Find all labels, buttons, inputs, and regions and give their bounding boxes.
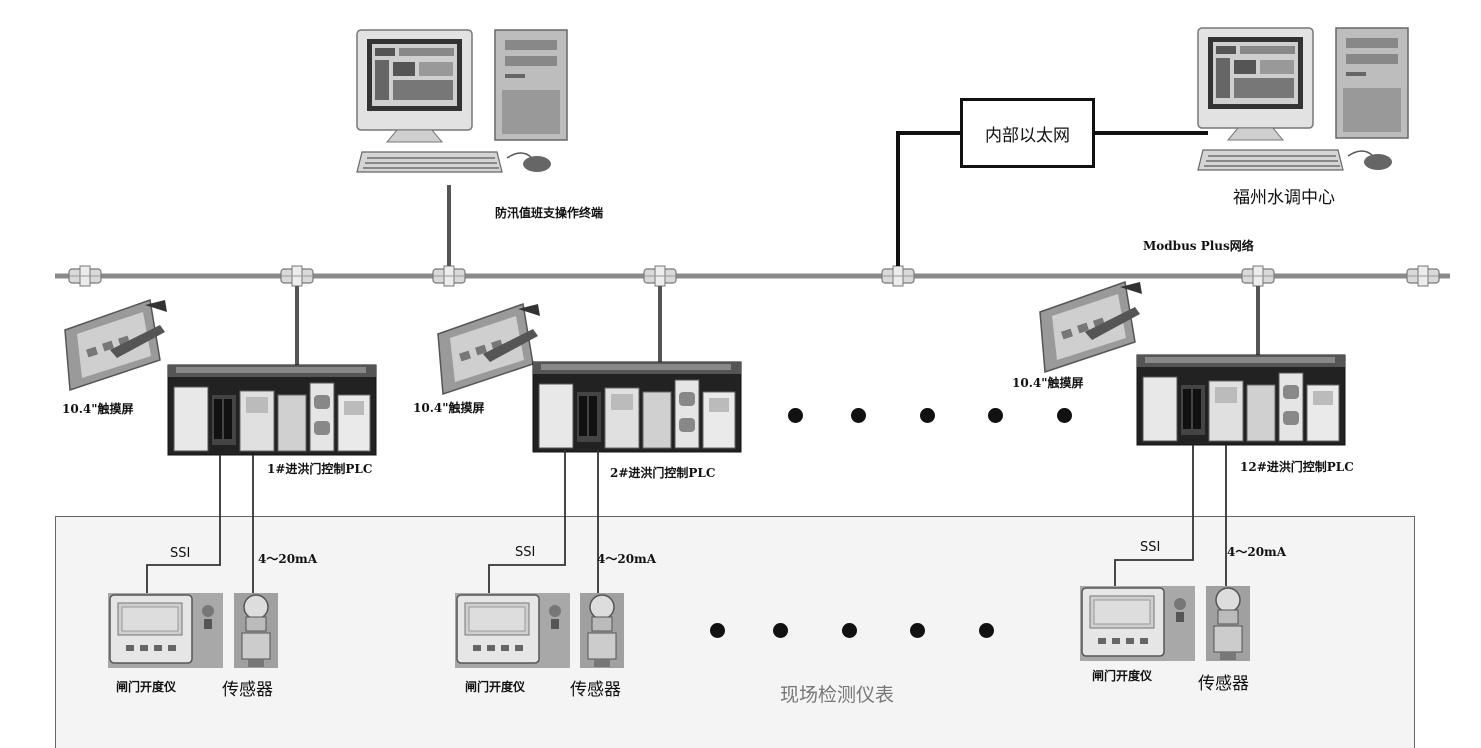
touch-screen-icon <box>1039 281 1143 373</box>
ethernet-link-left <box>896 131 960 266</box>
plc-label: 1#进洪门控制PLC <box>267 462 373 476</box>
gauge-icon <box>454 592 571 669</box>
network-tap-icon <box>280 265 314 287</box>
gauge-label: 闸门开度仪 <box>116 680 177 694</box>
control-center-label: 福州水调中心 <box>1233 188 1335 208</box>
sensor-icon <box>579 592 625 669</box>
network-tap-icon <box>643 265 677 287</box>
ellipsis-dot-icon <box>979 623 994 638</box>
ellipsis-dot-icon <box>988 408 1003 423</box>
network-tap-icon <box>68 265 102 287</box>
sensor-icon <box>1205 585 1251 662</box>
computer-icon <box>1197 27 1409 171</box>
ops-station-label: 防汛值班支操作终端 <box>495 206 604 220</box>
touch-screen-label: 10.4"触摸屏 <box>413 401 485 415</box>
ssi-label: SSI <box>515 545 536 560</box>
ellipsis-dot-icon <box>710 623 725 638</box>
field-instruments-label: 现场检测仪表 <box>780 684 895 706</box>
sensor-label: 传感器 <box>222 680 273 700</box>
network-tap-icon <box>881 265 915 287</box>
plc-label: 2#进洪门控制PLC <box>610 466 716 480</box>
gauge-icon <box>1079 585 1196 662</box>
internal-ethernet-box: 内部以太网 <box>960 98 1095 168</box>
touch-screen-icon <box>64 299 168 391</box>
ellipsis-dot-icon <box>910 623 925 638</box>
sensor-icon <box>233 592 279 669</box>
ssi-label: SSI <box>170 546 191 561</box>
touch-screen-icon <box>437 303 541 395</box>
plc-rack-icon <box>1136 354 1346 446</box>
ellipsis-dot-icon <box>1057 408 1072 423</box>
modbus-network-label: Modbus Plus网络 <box>1143 239 1254 253</box>
gauge-label: 闸门开度仪 <box>1092 669 1153 683</box>
plc-rack-icon <box>532 361 742 453</box>
gauge-label: 闸门开度仪 <box>465 680 526 694</box>
ssi-wire <box>146 455 221 595</box>
ellipsis-dot-icon <box>788 408 803 423</box>
ssi-wire <box>1114 445 1194 588</box>
analog-signal-label: 4～20mA <box>1227 545 1287 559</box>
touch-screen-label: 10.4"触摸屏 <box>1012 376 1084 390</box>
ellipsis-dot-icon <box>842 623 857 638</box>
ellipsis-dot-icon <box>920 408 935 423</box>
ellipsis-dot-icon <box>851 408 866 423</box>
sensor-label: 传感器 <box>1198 674 1249 694</box>
ellipsis-dot-icon <box>773 623 788 638</box>
internal-ethernet-label: 内部以太网 <box>985 125 1070 146</box>
ssi-wire <box>488 450 566 595</box>
analog-signal-label: 4～20mA <box>258 552 318 566</box>
plc-label: 12#进洪门控制PLC <box>1240 460 1354 474</box>
touch-screen-label: 10.4"触摸屏 <box>62 402 134 416</box>
network-tap-icon <box>1241 265 1275 287</box>
analog-signal-label: 4～20mA <box>597 552 657 566</box>
network-tap-icon <box>432 265 466 287</box>
ssi-label: SSI <box>1140 540 1161 555</box>
computer-icon <box>356 29 568 173</box>
network-tap-icon <box>1406 265 1440 287</box>
gauge-icon <box>107 592 224 669</box>
sensor-label: 传感器 <box>570 680 621 700</box>
plc-rack-icon <box>167 364 377 456</box>
